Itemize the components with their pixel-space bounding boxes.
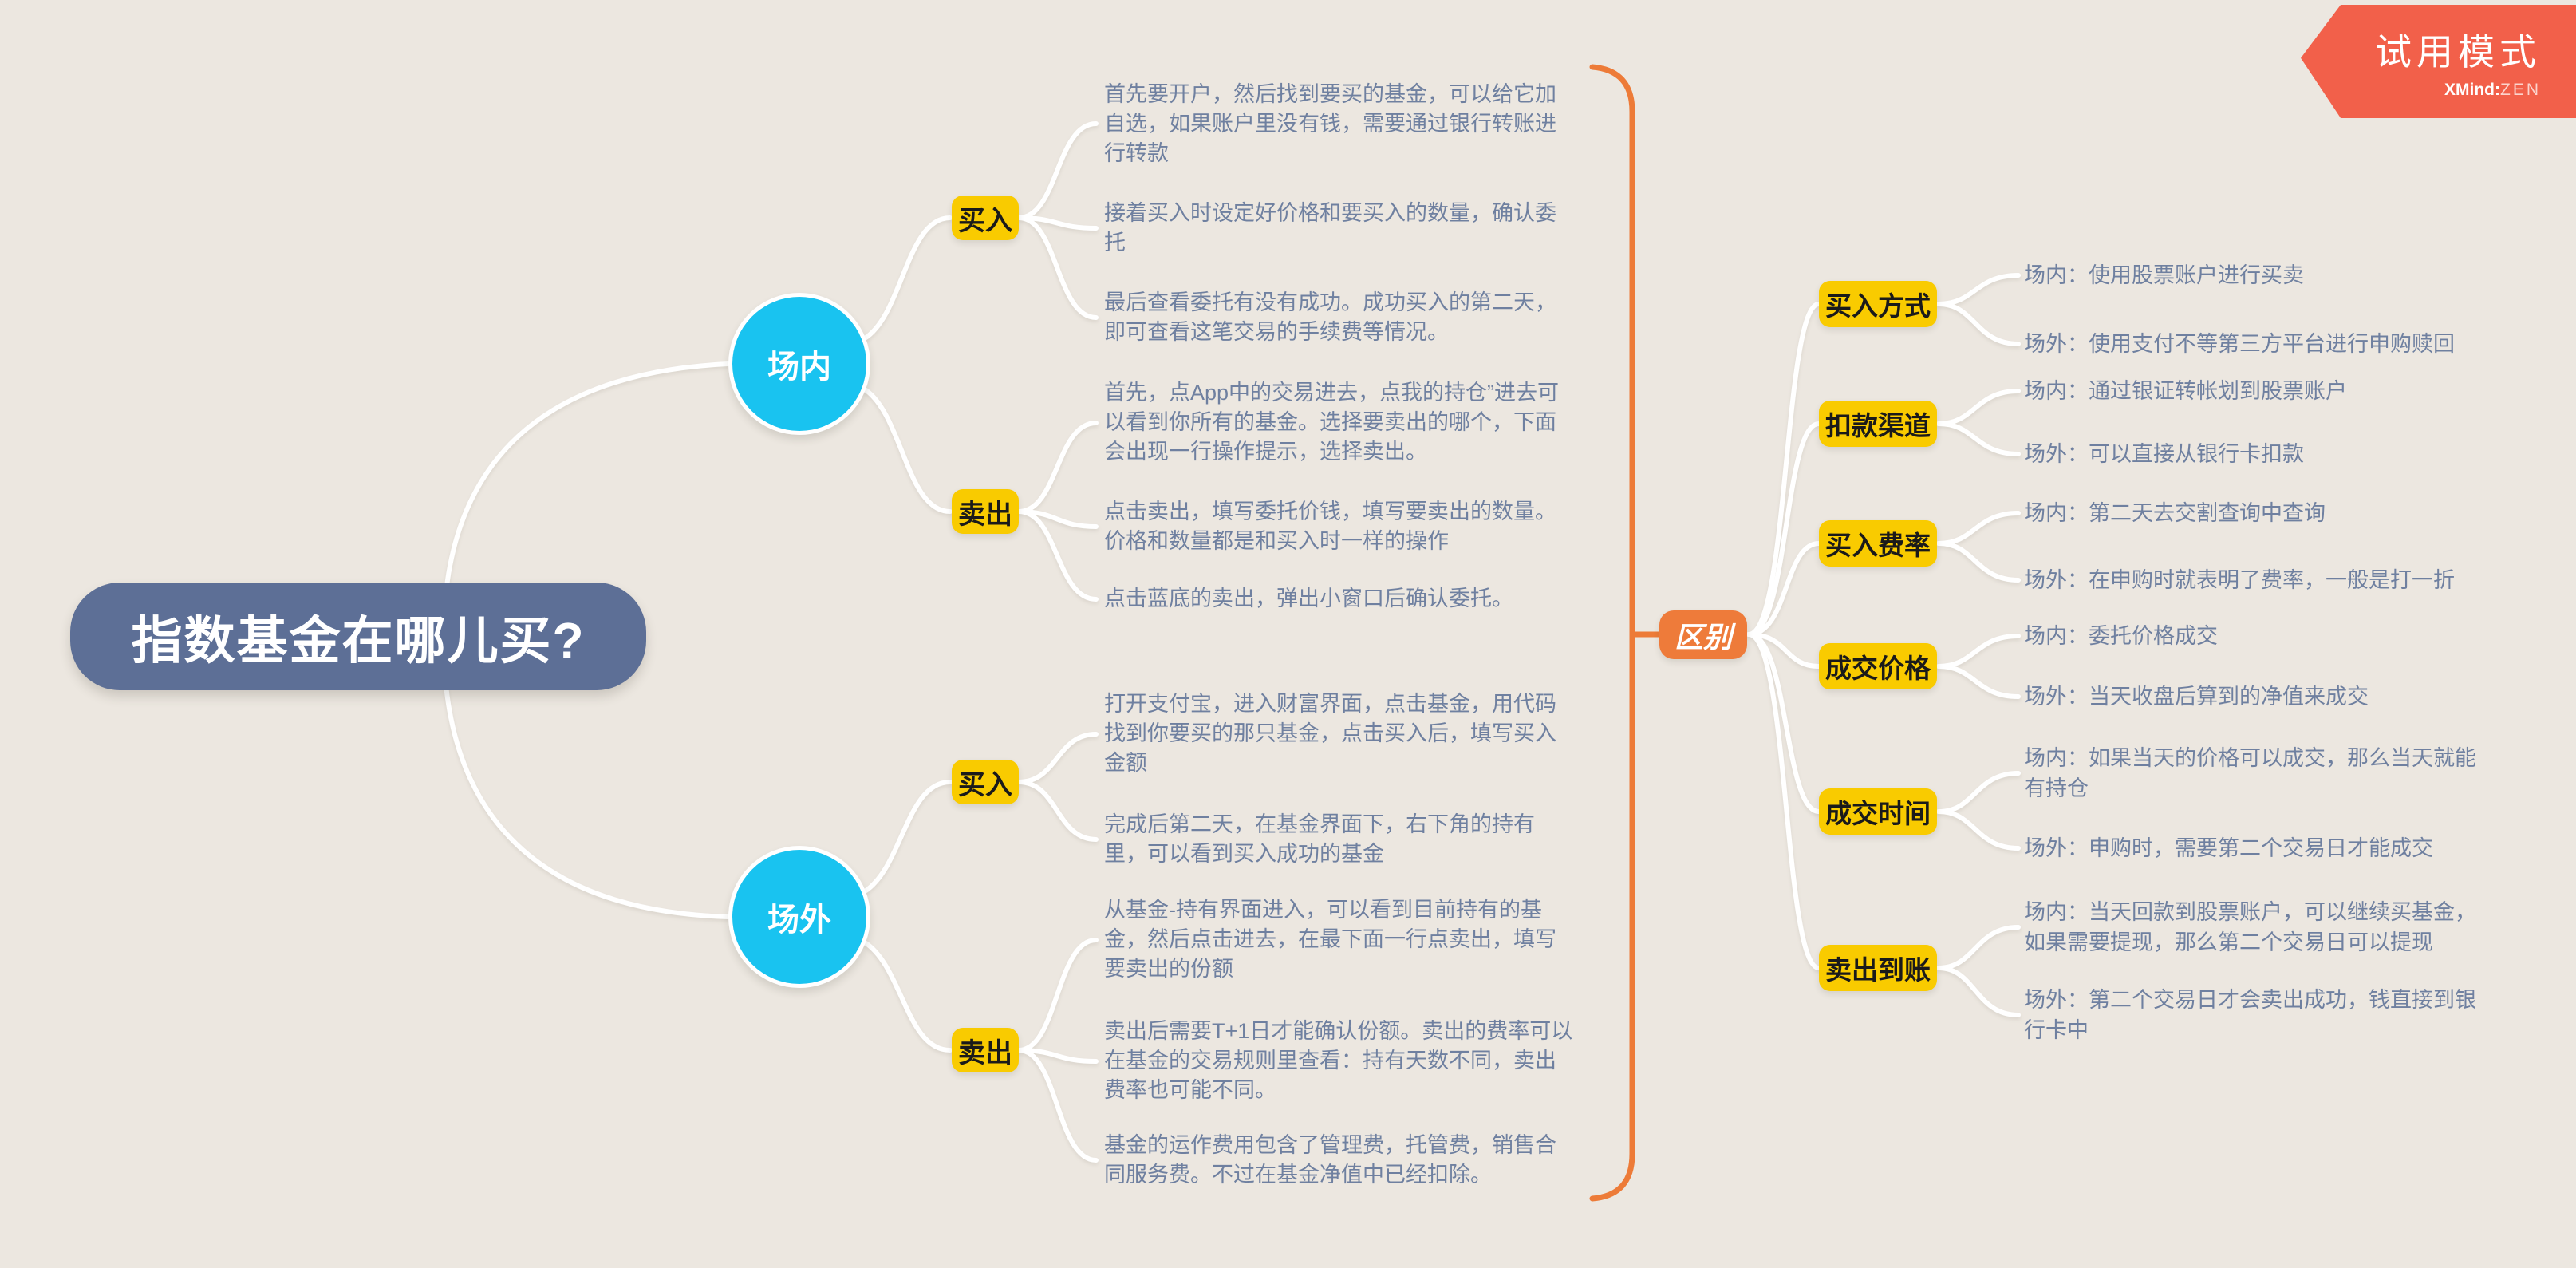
edge-inner-buy [862, 215, 953, 341]
topic-inner-buy[interactable]: 买入 [952, 196, 1019, 240]
edge-note [1016, 215, 1099, 320]
row-topic-buy-method[interactable]: 买入方式 [1819, 281, 1937, 327]
brand-zen: ZEN [2500, 81, 2541, 99]
trial-mode-label: 试用模式 [2375, 31, 2541, 73]
row-topic-buy-fee[interactable]: 买入费率 [1819, 520, 1937, 567]
edge-summary-row [1746, 421, 1821, 637]
edge-row-item [1936, 541, 2021, 583]
edge-summary-row [1746, 632, 1821, 814]
edge-row-item [1936, 771, 2021, 814]
row-item-outer[interactable]: 场外：当天收盘后算到的净值来成交 [2024, 685, 2369, 709]
edge-outer-buy [862, 780, 953, 894]
note-inner-buy-3[interactable]: 最后查看委托有没有成功。成功买入的第二天， 即可查看这笔交易的手续费等情况。 [1104, 290, 1556, 344]
row-item-outer[interactable]: 场外：第二个交易日才会卖出成功，钱直接到银 行卡中 [2024, 988, 2476, 1042]
edge-row-item [1936, 925, 2021, 970]
row-topic-deal-time[interactable]: 成交时间 [1819, 788, 1937, 835]
summary-brace [1589, 64, 1663, 1202]
edge-note [1016, 1048, 1099, 1064]
row-item-outer[interactable]: 场外：在申购时就表明了费率，一般是打一折 [2024, 568, 2455, 592]
edge-note [1016, 1048, 1099, 1163]
row-topic-sell-arrival[interactable]: 卖出到账 [1819, 945, 1937, 991]
branch-inner[interactable]: 场内 [728, 293, 870, 435]
note-outer-buy-1[interactable]: 打开支付宝，进入财富界面，点击基金，用代码 找到你要买的那只基金，点击买入后，填… [1104, 692, 1556, 775]
edge-summary-row [1746, 541, 1821, 637]
topic-inner-sell[interactable]: 卖出 [952, 489, 1019, 534]
note-inner-buy-2[interactable]: 接着买入时设定好价格和要买入的数量，确认委 托 [1104, 201, 1556, 255]
row-topic-debit-channel[interactable]: 扣款渠道 [1819, 401, 1937, 447]
row-item-inner[interactable]: 场内：使用股票账户进行买卖 [2024, 263, 2304, 287]
edge-row-item [1936, 273, 2021, 306]
row-item-outer[interactable]: 场外：使用支付不等第三方平台进行申购赎回 [2024, 332, 2455, 356]
row-item-inner[interactable]: 场内：通过银证转帐划到股票账户 [2024, 379, 2347, 403]
edge-row-item [1936, 634, 2021, 669]
edge-note [1016, 780, 1099, 842]
note-outer-sell-3[interactable]: 基金的运作费用包含了管理费，托管费，销售合 同服务费。不过在基金净值中已经扣除。 [1104, 1133, 1556, 1187]
brand-xmind: XMind [2444, 81, 2495, 99]
topic-outer-sell[interactable]: 卖出 [952, 1028, 1019, 1072]
edge-note [1016, 215, 1099, 231]
brand-separator: : [2495, 81, 2500, 99]
edge-note [1016, 121, 1099, 220]
edge-note [1016, 938, 1099, 1053]
row-item-inner[interactable]: 场内：第二天去交割查询中查询 [2024, 501, 2326, 525]
summary-topic[interactable]: 区别 [1659, 610, 1747, 659]
row-item-inner[interactable]: 场内：委托价格成交 [2024, 624, 2218, 648]
note-outer-sell-2[interactable]: 卖出后需要T+1日才能确认份额。卖出的费率可以 在基金的交易规则里查看：持有天数… [1104, 1019, 1573, 1102]
edge-summary-row [1746, 632, 1821, 669]
branch-outer[interactable]: 场外 [728, 846, 870, 988]
edge-row-item [1936, 664, 2021, 699]
edge-note [1016, 509, 1099, 602]
row-item-outer[interactable]: 场外：可以直接从银行卡扣款 [2024, 442, 2304, 466]
note-inner-sell-2[interactable]: 点击卖出，填写委托价钱，填写要卖出的数量。 价格和数量都是和买入时一样的操作 [1104, 500, 1556, 553]
edge-row-item [1936, 511, 2021, 546]
edge-row-item [1936, 302, 2021, 346]
edge-row-item [1936, 421, 2021, 456]
edge-row-item [1936, 809, 2021, 851]
edge-note [1016, 421, 1099, 514]
edge-summary-row [1746, 302, 1821, 637]
xmind-zen-logo: XMind:ZEN [2444, 81, 2541, 100]
note-inner-buy-1[interactable]: 首先要开户，然后找到要买的基金，可以给它加 自选，如果账户里没有钱，需要通过银行… [1104, 82, 1556, 165]
note-outer-sell-1[interactable]: 从基金-持有界面进入，可以看到目前持有的基 金，然后点击进去，在最下面一行点卖出… [1104, 898, 1556, 981]
edge-inner-sell [862, 387, 953, 514]
edge-note [1016, 732, 1099, 784]
row-item-inner[interactable]: 场内：当天回款到股票账户，可以继续买基金， 如果需要提现，那么第二个交易日可以提… [2024, 900, 2476, 954]
edge-outer-sell [862, 940, 953, 1053]
note-inner-sell-3[interactable]: 点击蓝底的卖出，弹出小窗口后确认委托。 [1104, 587, 1513, 610]
note-inner-sell-1[interactable]: 首先，点App中的交易进去，点我的持仓”进去可 以看到你所有的基金。选择要卖出的… [1104, 381, 1560, 464]
row-item-outer[interactable]: 场外：申购时，需要第二个交易日才能成交 [2024, 836, 2433, 860]
edge-row-item [1936, 389, 2021, 426]
row-topic-deal-price[interactable]: 成交价格 [1819, 643, 1937, 689]
edge-summary-row [1746, 632, 1821, 970]
row-item-inner[interactable]: 场内：如果当天的价格可以成交，那么当天就能 有持仓 [2024, 746, 2476, 800]
topic-outer-buy[interactable]: 买入 [952, 760, 1019, 804]
central-topic[interactable]: 指数基金在哪儿买? [70, 583, 646, 690]
edge-row-item [1936, 966, 2021, 1017]
trial-mode-ribbon: 试用模式 XMind:ZEN [2301, 5, 2576, 118]
note-outer-buy-2[interactable]: 完成后第二天，在基金界面下，右下角的持有 里，可以看到买入成功的基金 [1104, 812, 1535, 866]
